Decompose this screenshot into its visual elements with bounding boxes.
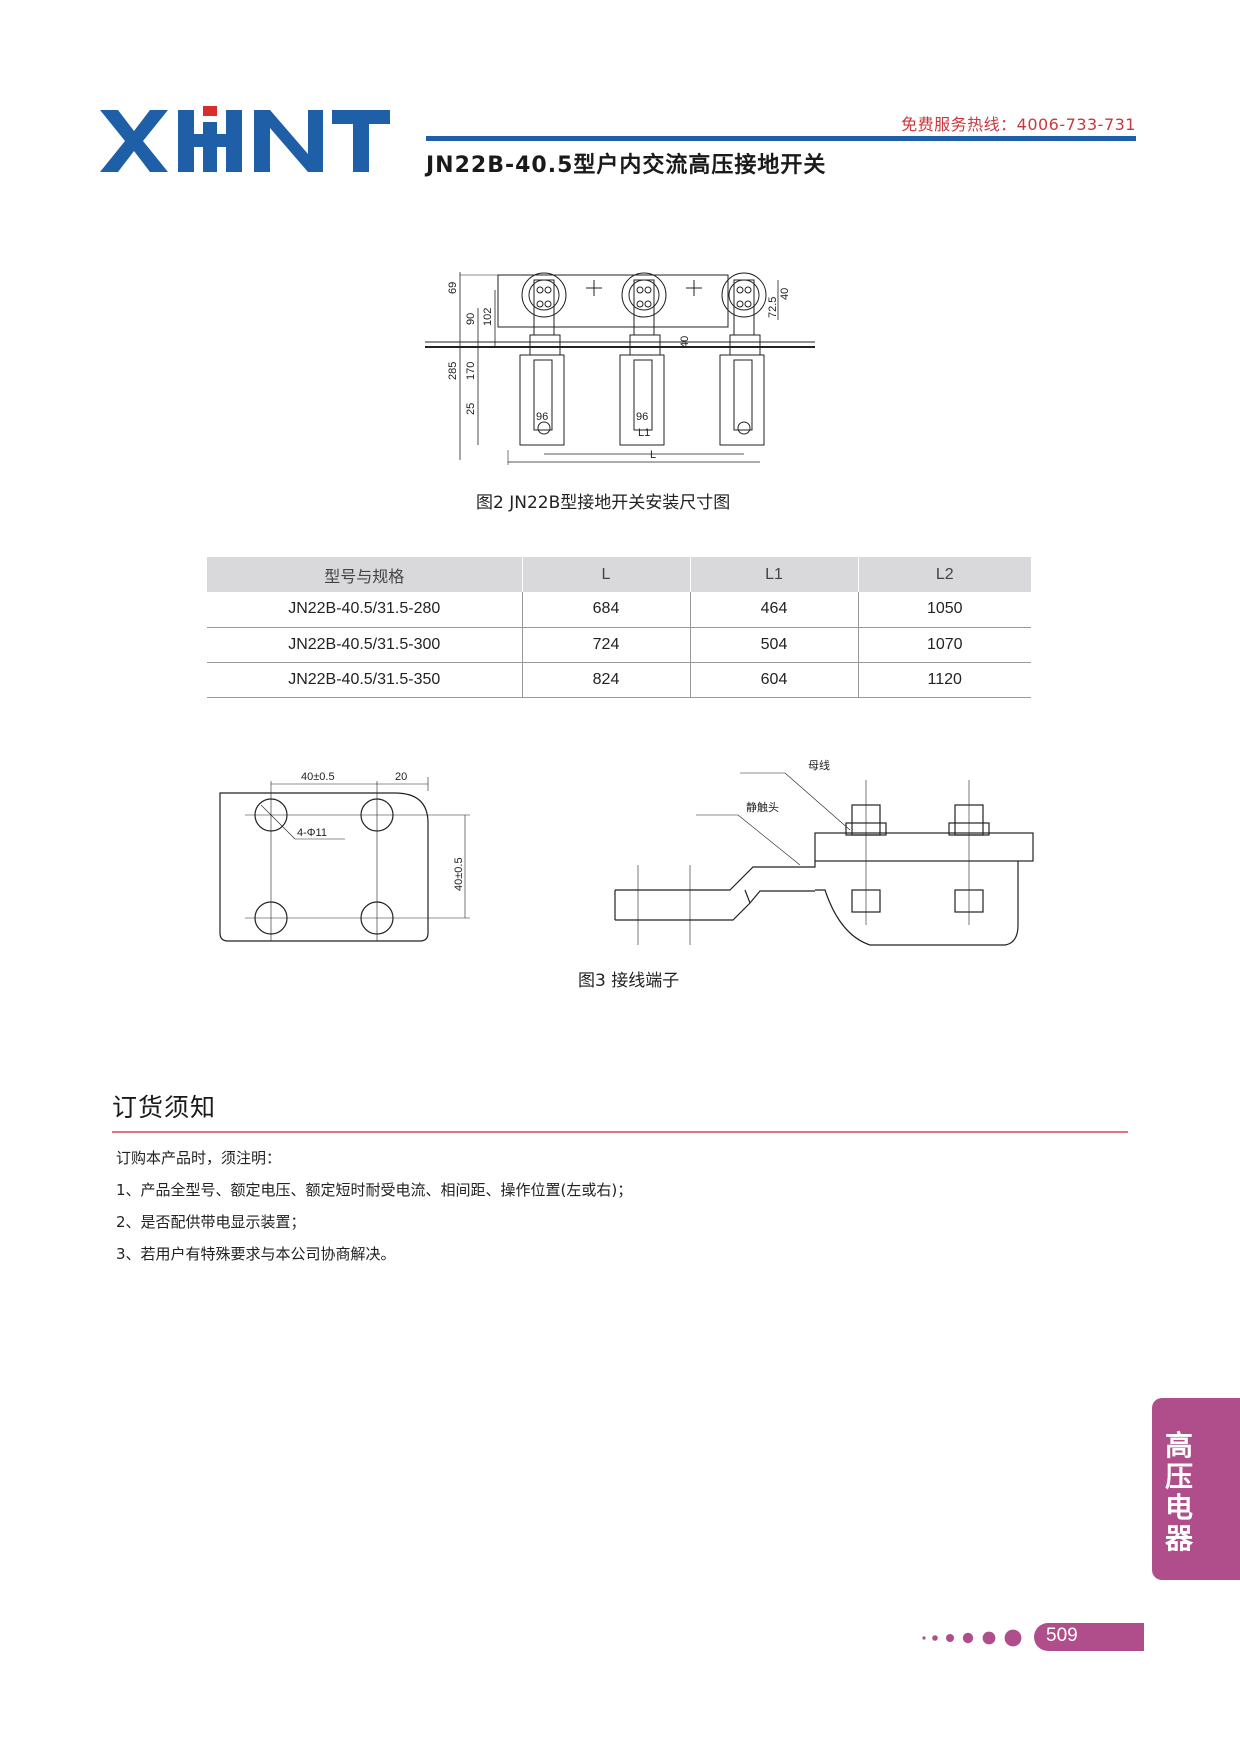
dim-69: 69 (447, 282, 459, 294)
page-title: JN22B-40.5型户内交流高压接地开关 (426, 153, 827, 178)
busbar-label: 母线 (808, 758, 830, 772)
table-cell: 724 (522, 627, 691, 663)
category-side-tab (1152, 1398, 1240, 1580)
table-cell-model: JN22B-40.5/31.5-350 (207, 662, 523, 698)
dim-90: 90 (465, 313, 477, 325)
ordering-item: 2、是否配供带电显示装置； (116, 1213, 306, 1231)
page-number-pill (1034, 1623, 1144, 1651)
figure3-caption: 图3 接线端子 (578, 971, 680, 991)
dim-96-mid: 96 (636, 411, 648, 423)
dim-25: 25 (465, 403, 477, 415)
table-cell-model: JN22B-40.5/31.5-280 (207, 592, 523, 628)
dim-l: L (650, 449, 656, 461)
service-hotline: 免费服务热线：4006-733-731 (901, 115, 1136, 134)
dim-l1: L1 (638, 427, 650, 439)
dim-102: 102 (482, 308, 494, 326)
dim-285: 285 (447, 362, 459, 380)
figure3-terminal-plate (219, 777, 470, 942)
static-contact-label: 静触头 (746, 800, 779, 814)
ordering-item: 1、产品全型号、额定电压、额定短时耐受电流、相间距、操作位置(左或右)； (116, 1181, 633, 1199)
plate-hole-label: 4-Φ11 (297, 827, 327, 839)
table-cell: 684 (522, 592, 691, 628)
ordering-section-title: 订货须知 (112, 1093, 217, 1122)
table-cell: 824 (522, 662, 691, 698)
column-header: L2 (858, 557, 1031, 592)
section-rule (112, 1131, 1128, 1133)
page-dots-decoration (922, 1629, 1022, 1647)
column-header: 型号与规格 (207, 557, 523, 592)
dim-72-5: 72.5 (767, 297, 779, 318)
spec-table: 型号与规格 L L1 L2 JN22B-40.5/31.5-280 684 46… (207, 557, 1031, 698)
figure3-side-labels: 母线 静触头 (746, 758, 830, 814)
column-header: L1 (690, 557, 859, 592)
dim-40-top: 40 (779, 288, 791, 300)
table-cell: 1070 (858, 627, 1031, 663)
table-cell: 1050 (858, 592, 1031, 628)
figure2-drawing (425, 272, 815, 465)
table-cell-model: JN22B-40.5/31.5-300 (207, 627, 523, 663)
table-row: JN22B-40.5/31.5-300 724 504 1070 (207, 627, 1031, 663)
figure3-plate-labels: 40±0.5 20 4-Φ11 40±0.5 (297, 771, 465, 891)
dim-170: 170 (465, 362, 477, 380)
figure2-dimensions: 69 90 102 72.5 40 40 285 170 25 96 96 L1… (447, 282, 791, 461)
ordering-item: 3、若用户有特殊要求与本公司协商解决。 (116, 1245, 396, 1263)
dim-96-left: 96 (536, 411, 548, 423)
category-side-tab-label: 高压电器 (1164, 1429, 1193, 1555)
table-header-row: 型号与规格 L L1 L2 (207, 557, 1031, 592)
table-row: JN22B-40.5/31.5-280 684 464 1050 (207, 592, 1031, 628)
plate-width-dim: 40±0.5 (301, 771, 335, 783)
table-cell: 604 (690, 662, 859, 698)
header-rule (426, 136, 1136, 141)
table-cell: 464 (690, 592, 859, 628)
ordering-notes: 订购本产品时，须注明： 1、产品全型号、额定电压、额定短时耐受电流、相间距、操作… (116, 1148, 632, 1276)
table-cell: 504 (690, 627, 859, 663)
xhnt-logo (100, 106, 390, 172)
page-number: 509 (1046, 1625, 1078, 1646)
ordering-intro: 订购本产品时，须注明： (116, 1149, 282, 1167)
plate-height-dim: 40±0.5 (453, 857, 465, 891)
table-row: JN22B-40.5/31.5-350 824 604 1120 (207, 662, 1031, 698)
dim-40-mid: 40 (679, 336, 691, 348)
figure2-caption: 图2 JN22B型接地开关安装尺寸图 (476, 493, 731, 513)
column-header: L (522, 557, 691, 592)
figure3-side-view (614, 772, 1034, 946)
plate-edge-dim: 20 (395, 771, 407, 783)
insulator-right (719, 272, 767, 446)
table-cell: 1120 (858, 662, 1031, 698)
